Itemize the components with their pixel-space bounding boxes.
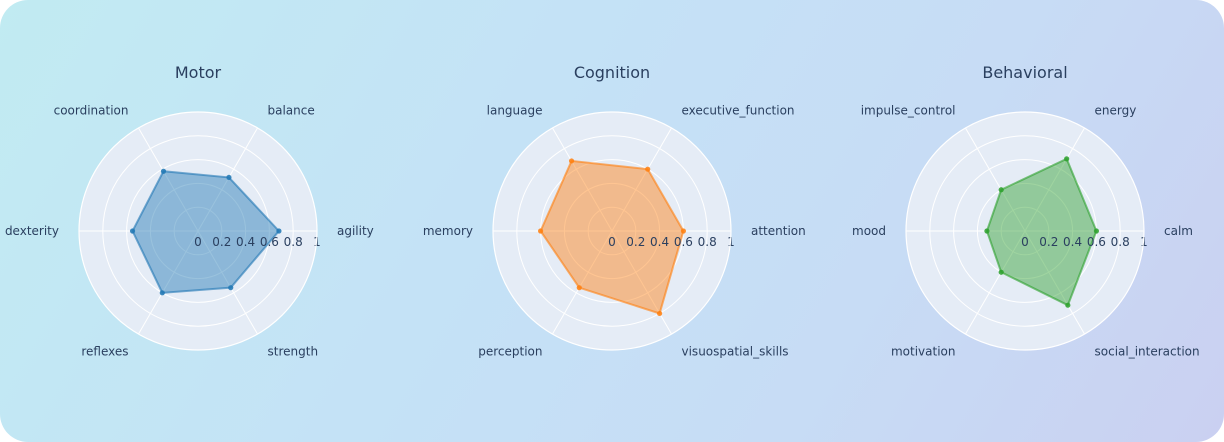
radial-tick-label: 0.8 (698, 235, 717, 249)
radial-tick-label: 0.6 (1087, 235, 1106, 249)
polar-outline (905, 111, 1145, 351)
data-point (998, 269, 1004, 275)
grid-spoke (611, 230, 672, 335)
data-point (1064, 156, 1070, 162)
data-point (228, 285, 234, 291)
polar-outline (492, 111, 732, 351)
polar-outline (78, 111, 318, 351)
data-point (276, 228, 282, 234)
axis-label-social_interaction: social_interaction (1095, 344, 1200, 358)
radial-tick-label: 0.6 (260, 235, 279, 249)
axis-label-calm: calm (1164, 224, 1193, 238)
grid-spoke (965, 127, 1026, 232)
radial-tick-label: 0 (1021, 235, 1029, 249)
radial-tick-label: 0.2 (212, 235, 231, 249)
axis-label-dexterity: dexterity (5, 224, 59, 238)
axis-label-energy: energy (1095, 104, 1137, 118)
axis-label-coordination: coordination (54, 104, 129, 118)
grid-spoke (552, 230, 613, 335)
data-point (998, 187, 1004, 193)
radial-tick-label: 0 (194, 235, 202, 249)
radial-tick-label: 0 (608, 235, 616, 249)
data-point (538, 228, 544, 234)
data-point (657, 310, 663, 317)
axis-label-language: language (487, 104, 543, 118)
axis-label-motivation: motivation (891, 344, 956, 358)
data-point (1065, 302, 1071, 308)
data-point (645, 166, 651, 172)
data-point (984, 228, 990, 234)
chart-title: Behavioral (982, 63, 1067, 82)
axis-label-reflexes: reflexes (81, 344, 128, 358)
data-point (1093, 228, 1099, 234)
axis-label-perception: perception (478, 344, 542, 358)
grid-spoke (138, 127, 199, 232)
radial-tick-label: 0.8 (1111, 235, 1130, 249)
grid-spoke (138, 230, 199, 335)
axis-label-attention: attention (751, 224, 806, 238)
axis-label-agility: agility (337, 224, 374, 238)
data-point (576, 285, 582, 291)
chart-title: Motor (175, 63, 222, 82)
chart-title: Cognition (574, 63, 650, 82)
grid-spoke (552, 127, 613, 232)
data-point (568, 158, 575, 164)
radial-tick-label: 0.6 (674, 235, 693, 249)
data-point (160, 168, 167, 174)
radial-tick-label: 0.8 (284, 235, 303, 249)
data-point (680, 228, 687, 234)
axis-label-impulse_control: impulse_control (861, 104, 956, 118)
grid-spoke (1024, 230, 1085, 335)
grid-spoke (611, 127, 672, 232)
axis-label-executive_function: executive_function (682, 104, 795, 118)
axis-label-memory: memory (423, 224, 473, 238)
grid-spoke (965, 230, 1026, 335)
axis-label-strength: strength (268, 344, 319, 358)
axis-label-balance: balance (268, 104, 315, 118)
radial-tick-label: 0.4 (1063, 235, 1082, 249)
radial-tick-label: 0.2 (626, 235, 645, 249)
data-point (159, 290, 165, 296)
grid-spoke (197, 230, 258, 335)
axis-label-mood: mood (852, 224, 886, 238)
radial-tick-label: 0.2 (1039, 235, 1058, 249)
axis-label-visuospatial_skills: visuospatial_skills (682, 344, 789, 358)
radial-tick-label: 0.4 (236, 235, 255, 249)
grid-spoke (1024, 127, 1085, 232)
radial-tick-label: 0.4 (650, 235, 669, 249)
data-point (129, 228, 136, 234)
data-point (226, 174, 232, 181)
